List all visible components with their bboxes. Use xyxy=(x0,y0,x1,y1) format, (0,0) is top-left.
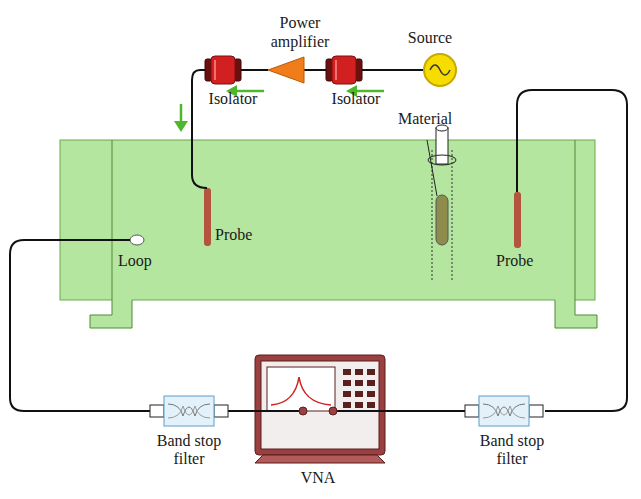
cable xyxy=(192,70,207,188)
device-label: VNA xyxy=(301,469,336,487)
isolator: Isolator xyxy=(326,56,362,84)
probe xyxy=(514,192,521,248)
vector-network-analyzer-shape xyxy=(255,355,385,463)
isolator-shape xyxy=(326,56,362,84)
device-label: Source xyxy=(408,29,452,47)
device-label: Isolator xyxy=(209,90,258,108)
cable xyxy=(517,90,627,411)
device-label: Band stop filter xyxy=(472,432,552,469)
probe-label: Probe xyxy=(215,226,252,244)
probe xyxy=(204,188,211,246)
cable xyxy=(385,410,465,412)
cable xyxy=(228,410,255,412)
cable xyxy=(362,69,423,71)
device-label: Band stop filter xyxy=(149,432,229,469)
sample-tube xyxy=(436,128,448,164)
vector-network-analyzer: VNA xyxy=(255,355,385,463)
device-label: Power amplifier xyxy=(260,14,340,51)
power-amplifier-shape xyxy=(268,57,304,83)
sample-tube xyxy=(428,155,456,165)
band-stop-filter: Band stop filter xyxy=(465,396,543,426)
power-flow-arrow xyxy=(174,121,188,132)
band-stop-filter-shape xyxy=(465,396,543,426)
signal-source-shape xyxy=(423,53,457,87)
band-stop-filter: Band stop filter xyxy=(150,396,228,426)
device-label: Isolator xyxy=(332,90,381,108)
leader-line xyxy=(427,140,437,196)
cable xyxy=(241,69,268,71)
cavity xyxy=(60,140,595,300)
coupling-loop xyxy=(130,235,144,245)
cable xyxy=(304,69,326,71)
isolator-shape xyxy=(205,56,241,84)
loop-label: Loop xyxy=(118,252,152,270)
cavity-flange xyxy=(555,140,597,328)
material-label: Material xyxy=(398,110,452,128)
material-sample xyxy=(436,195,448,245)
cavity-flange xyxy=(90,140,132,328)
sample-tube xyxy=(452,150,453,280)
signal-source: Source xyxy=(423,53,457,87)
band-stop-filter-shape xyxy=(150,396,228,426)
isolator: Isolator xyxy=(205,56,241,84)
probe-label: Probe xyxy=(496,252,533,270)
power-amplifier: Power amplifier xyxy=(268,57,304,83)
